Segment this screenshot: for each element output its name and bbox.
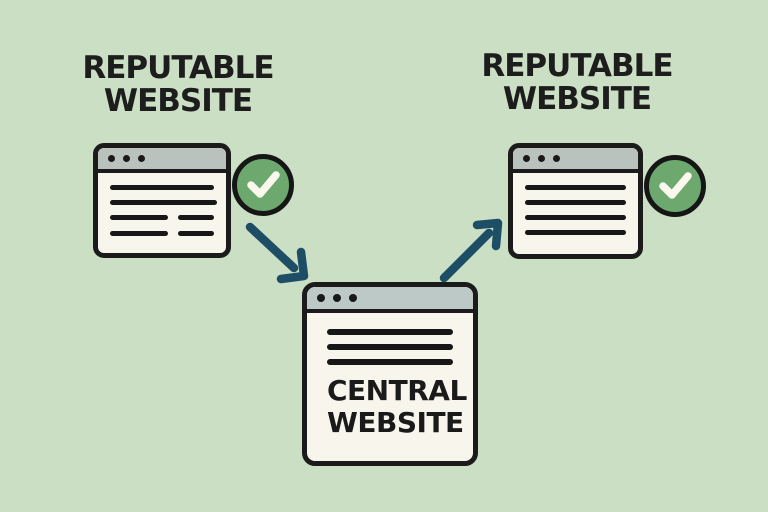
content-line-split xyxy=(110,215,214,220)
window-dot xyxy=(538,155,545,162)
content-line xyxy=(110,215,169,220)
browser-window-left-reputable xyxy=(93,143,231,258)
window-dot xyxy=(523,155,530,162)
content-line xyxy=(525,200,626,205)
content-line xyxy=(177,231,214,236)
browser-window-central: CENTRAL WEBSITE xyxy=(302,282,478,466)
window-dot xyxy=(333,294,341,302)
window-dot xyxy=(123,155,130,162)
window-titlebar xyxy=(307,287,473,313)
label-right-reputable-website: REPUTABLE WEBSITE xyxy=(452,50,702,116)
window-content: CENTRAL WEBSITE xyxy=(307,313,473,439)
content-line xyxy=(110,231,169,236)
label-left-reputable-website: REPUTABLE WEBSITE xyxy=(53,52,303,118)
label-line-2: WEBSITE xyxy=(327,406,464,439)
label-line-1: REPUTABLE xyxy=(481,48,673,84)
content-line xyxy=(110,185,214,190)
window-dot xyxy=(349,294,357,302)
window-content xyxy=(513,173,638,235)
window-titlebar xyxy=(98,148,226,173)
check-circle-icon xyxy=(644,155,706,217)
check-circle-icon xyxy=(232,154,294,216)
label-line-2: WEBSITE xyxy=(103,83,253,119)
content-line xyxy=(525,215,626,220)
window-dot xyxy=(138,155,145,162)
content-line xyxy=(110,200,217,205)
window-dot xyxy=(553,155,560,162)
browser-window-right-reputable xyxy=(508,143,643,259)
label-line-1: CENTRAL xyxy=(327,374,467,407)
window-content xyxy=(98,173,226,236)
label-line-1: REPUTABLE xyxy=(82,50,274,86)
checkmark-icon xyxy=(659,172,692,199)
content-line xyxy=(525,230,626,235)
window-dot xyxy=(108,155,115,162)
window-titlebar xyxy=(513,148,638,173)
label-line-2: WEBSITE xyxy=(502,81,652,117)
arrow-left-to-central xyxy=(245,222,309,284)
content-line xyxy=(327,359,453,365)
content-line xyxy=(327,344,453,350)
content-line xyxy=(525,185,626,190)
window-dot xyxy=(317,294,325,302)
content-line-split xyxy=(110,231,214,236)
content-line xyxy=(327,329,453,335)
content-line xyxy=(177,215,214,220)
checkmark-icon xyxy=(247,171,280,198)
label-central-website: CENTRAL WEBSITE xyxy=(327,374,467,439)
arrow-central-to-right xyxy=(439,218,503,283)
